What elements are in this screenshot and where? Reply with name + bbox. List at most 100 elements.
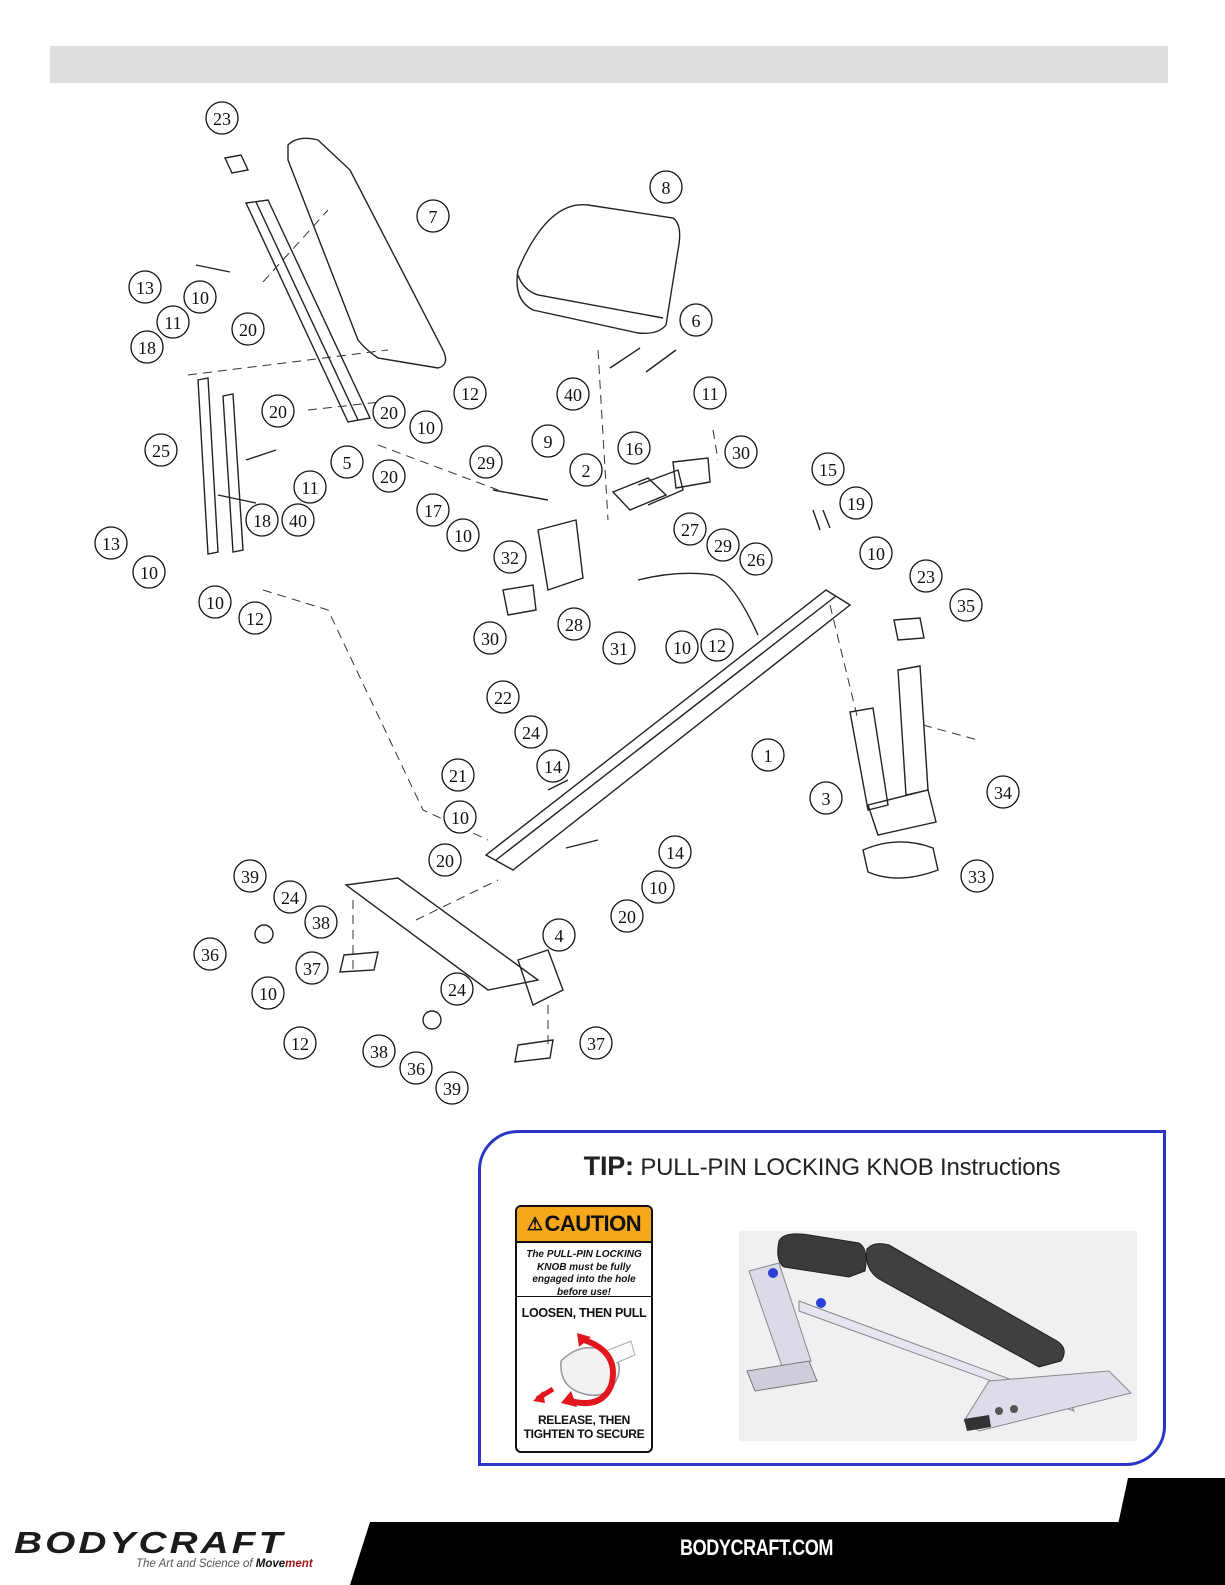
callout-circle — [602, 631, 636, 665]
seat-pad-edge — [517, 274, 664, 319]
callout-label: 39 — [443, 1079, 461, 1099]
callout-label: 29 — [477, 453, 495, 473]
bench-back-pad — [866, 1243, 1065, 1368]
callout-11: 11 — [693, 376, 727, 410]
caution-label: ⚠ CAUTION The PULL-PIN LOCKING KNOB must… — [515, 1205, 653, 1453]
callout-circle — [617, 431, 651, 465]
callout-label: 18 — [138, 338, 156, 358]
callout-label: 34 — [994, 783, 1012, 803]
callout-circle — [986, 775, 1020, 809]
footer-band — [350, 1478, 1225, 1585]
callout-circle — [700, 628, 734, 662]
callout-10: 10 — [859, 536, 893, 570]
front-stand-base — [867, 789, 937, 836]
callout-12: 12 — [238, 601, 272, 635]
callout-label: 21 — [449, 766, 467, 786]
callout-23: 23 — [909, 559, 943, 593]
callout-circle — [486, 680, 520, 714]
callout-label: 28 — [565, 615, 583, 635]
callout-circle — [569, 453, 603, 487]
callout-label: 29 — [714, 536, 732, 556]
callout-label: 10 — [451, 808, 469, 828]
callout-circle — [443, 800, 477, 834]
callout-38: 38 — [304, 905, 338, 939]
assembly-line-3 — [187, 349, 389, 376]
bench-blue-knob-1 — [768, 1268, 778, 1278]
callout-14: 14 — [536, 749, 570, 783]
callout-label: 40 — [289, 511, 307, 531]
rotate-arrow-tail — [577, 1333, 591, 1347]
support-bars — [197, 377, 244, 555]
back-tube — [244, 199, 372, 423]
callout-circle — [416, 199, 450, 233]
endcap-35 — [893, 617, 925, 641]
bench-blue-knob-2 — [816, 1298, 826, 1308]
callout-label: 3 — [822, 789, 831, 809]
callout-label: 22 — [494, 688, 512, 708]
callout-circle — [409, 410, 443, 444]
callout-circle — [428, 843, 462, 877]
tagline-b: Move — [255, 1558, 286, 1570]
callout-circle — [261, 394, 295, 428]
callout-label: 30 — [732, 443, 750, 463]
website-link[interactable]: BODYCRAFT.COM — [680, 1535, 834, 1560]
callout-30: 30 — [473, 621, 507, 655]
rotate-arrow-shape — [570, 1336, 616, 1407]
callout-38: 38 — [362, 1034, 396, 1068]
bench-wheel-1 — [995, 1407, 1003, 1415]
callout-20: 20 — [372, 459, 406, 493]
callout-9: 9 — [531, 424, 565, 458]
callout-circle — [739, 542, 773, 576]
brand-tagline: The Art and Science of Movement — [136, 1558, 313, 1570]
callout-label: 31 — [610, 639, 628, 659]
rear-base-end — [517, 949, 564, 1006]
callout-circle — [909, 559, 943, 593]
callout-circle — [231, 312, 265, 346]
callout-label: 6 — [692, 311, 701, 331]
callout-label: 38 — [370, 1042, 388, 1062]
callout-label: 14 — [544, 757, 562, 777]
callout-24: 24 — [273, 880, 307, 914]
callout-18: 18 — [130, 330, 164, 364]
callout-label: 37 — [587, 1034, 605, 1054]
callout-label: 36 — [201, 945, 219, 965]
callout-circle — [542, 918, 576, 952]
assembly-line-1 — [262, 589, 489, 841]
knob-pin-shape — [605, 1340, 636, 1364]
callout-circle — [205, 101, 239, 135]
callout-10: 10 — [665, 630, 699, 664]
callout-circle — [469, 445, 503, 479]
bench-wheel-2 — [1010, 1405, 1018, 1413]
callout-label: 10 — [673, 638, 691, 658]
callout-35: 35 — [949, 588, 983, 622]
callout-21: 21 — [441, 758, 475, 792]
callout-34: 34 — [986, 775, 1020, 809]
callout-label: 23 — [917, 567, 935, 587]
callout-10: 10 — [446, 518, 480, 552]
pad-30-right — [672, 457, 711, 489]
assembly-line-12 — [922, 724, 979, 741]
callout-circle — [536, 749, 570, 783]
seat-pad — [516, 204, 681, 335]
callout-label: 11 — [301, 478, 318, 498]
callout-10: 10 — [198, 585, 232, 619]
callout-label: 12 — [461, 384, 479, 404]
callout-circle — [641, 870, 675, 904]
callout-circle — [556, 377, 590, 411]
callout-circle — [281, 503, 315, 537]
callout-39: 39 — [233, 859, 267, 893]
rear-base — [344, 877, 540, 991]
callout-label: 36 — [407, 1059, 425, 1079]
callout-label: 10 — [417, 418, 435, 438]
callout-label: 16 — [625, 439, 643, 459]
footer — [0, 1478, 1225, 1585]
callout-circle — [273, 880, 307, 914]
callout-label: 11 — [164, 313, 181, 333]
callout-26: 26 — [739, 542, 773, 576]
assembly-lines — [187, 209, 979, 1050]
callout-label: 24 — [522, 723, 540, 743]
callout-13: 13 — [94, 526, 128, 560]
callout-20: 20 — [428, 843, 462, 877]
callout-label: 40 — [564, 385, 582, 405]
